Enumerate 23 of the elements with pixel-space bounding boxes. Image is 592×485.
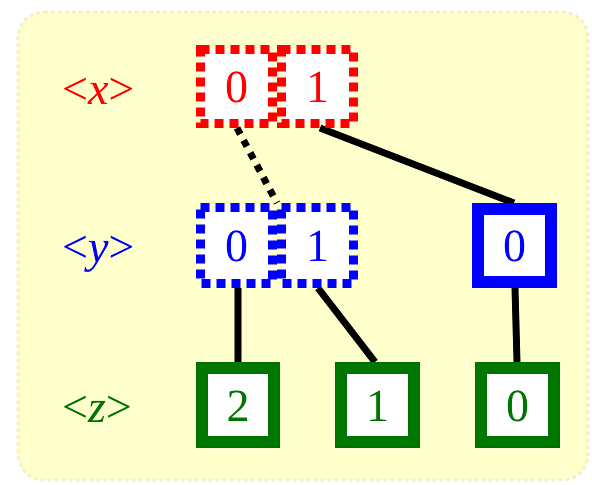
row-label: <x> (62, 62, 134, 115)
node-value: 0 (225, 219, 248, 272)
node-value: 0 (506, 378, 529, 432)
connector-line (512, 288, 520, 362)
bordered-box (196, 362, 280, 448)
connector-line (234, 288, 242, 362)
node-value: 2 (226, 378, 250, 432)
node-value: 1 (306, 219, 329, 272)
bordered-box (335, 362, 420, 448)
dotted-box (277, 45, 358, 128)
connector-line (315, 286, 378, 364)
dotted-box (196, 45, 277, 128)
bordered-box (472, 203, 557, 288)
node-value: 0 (503, 219, 526, 272)
node-value: 1 (306, 60, 329, 113)
row-label: <y> (62, 220, 134, 273)
dotted-box (196, 203, 277, 288)
bordered-box (475, 362, 560, 448)
row-label: <z> (62, 380, 132, 433)
connector-line (234, 126, 280, 205)
node-value: 0 (225, 60, 248, 113)
dotted-box (277, 203, 358, 288)
node-value: 1 (366, 378, 389, 432)
